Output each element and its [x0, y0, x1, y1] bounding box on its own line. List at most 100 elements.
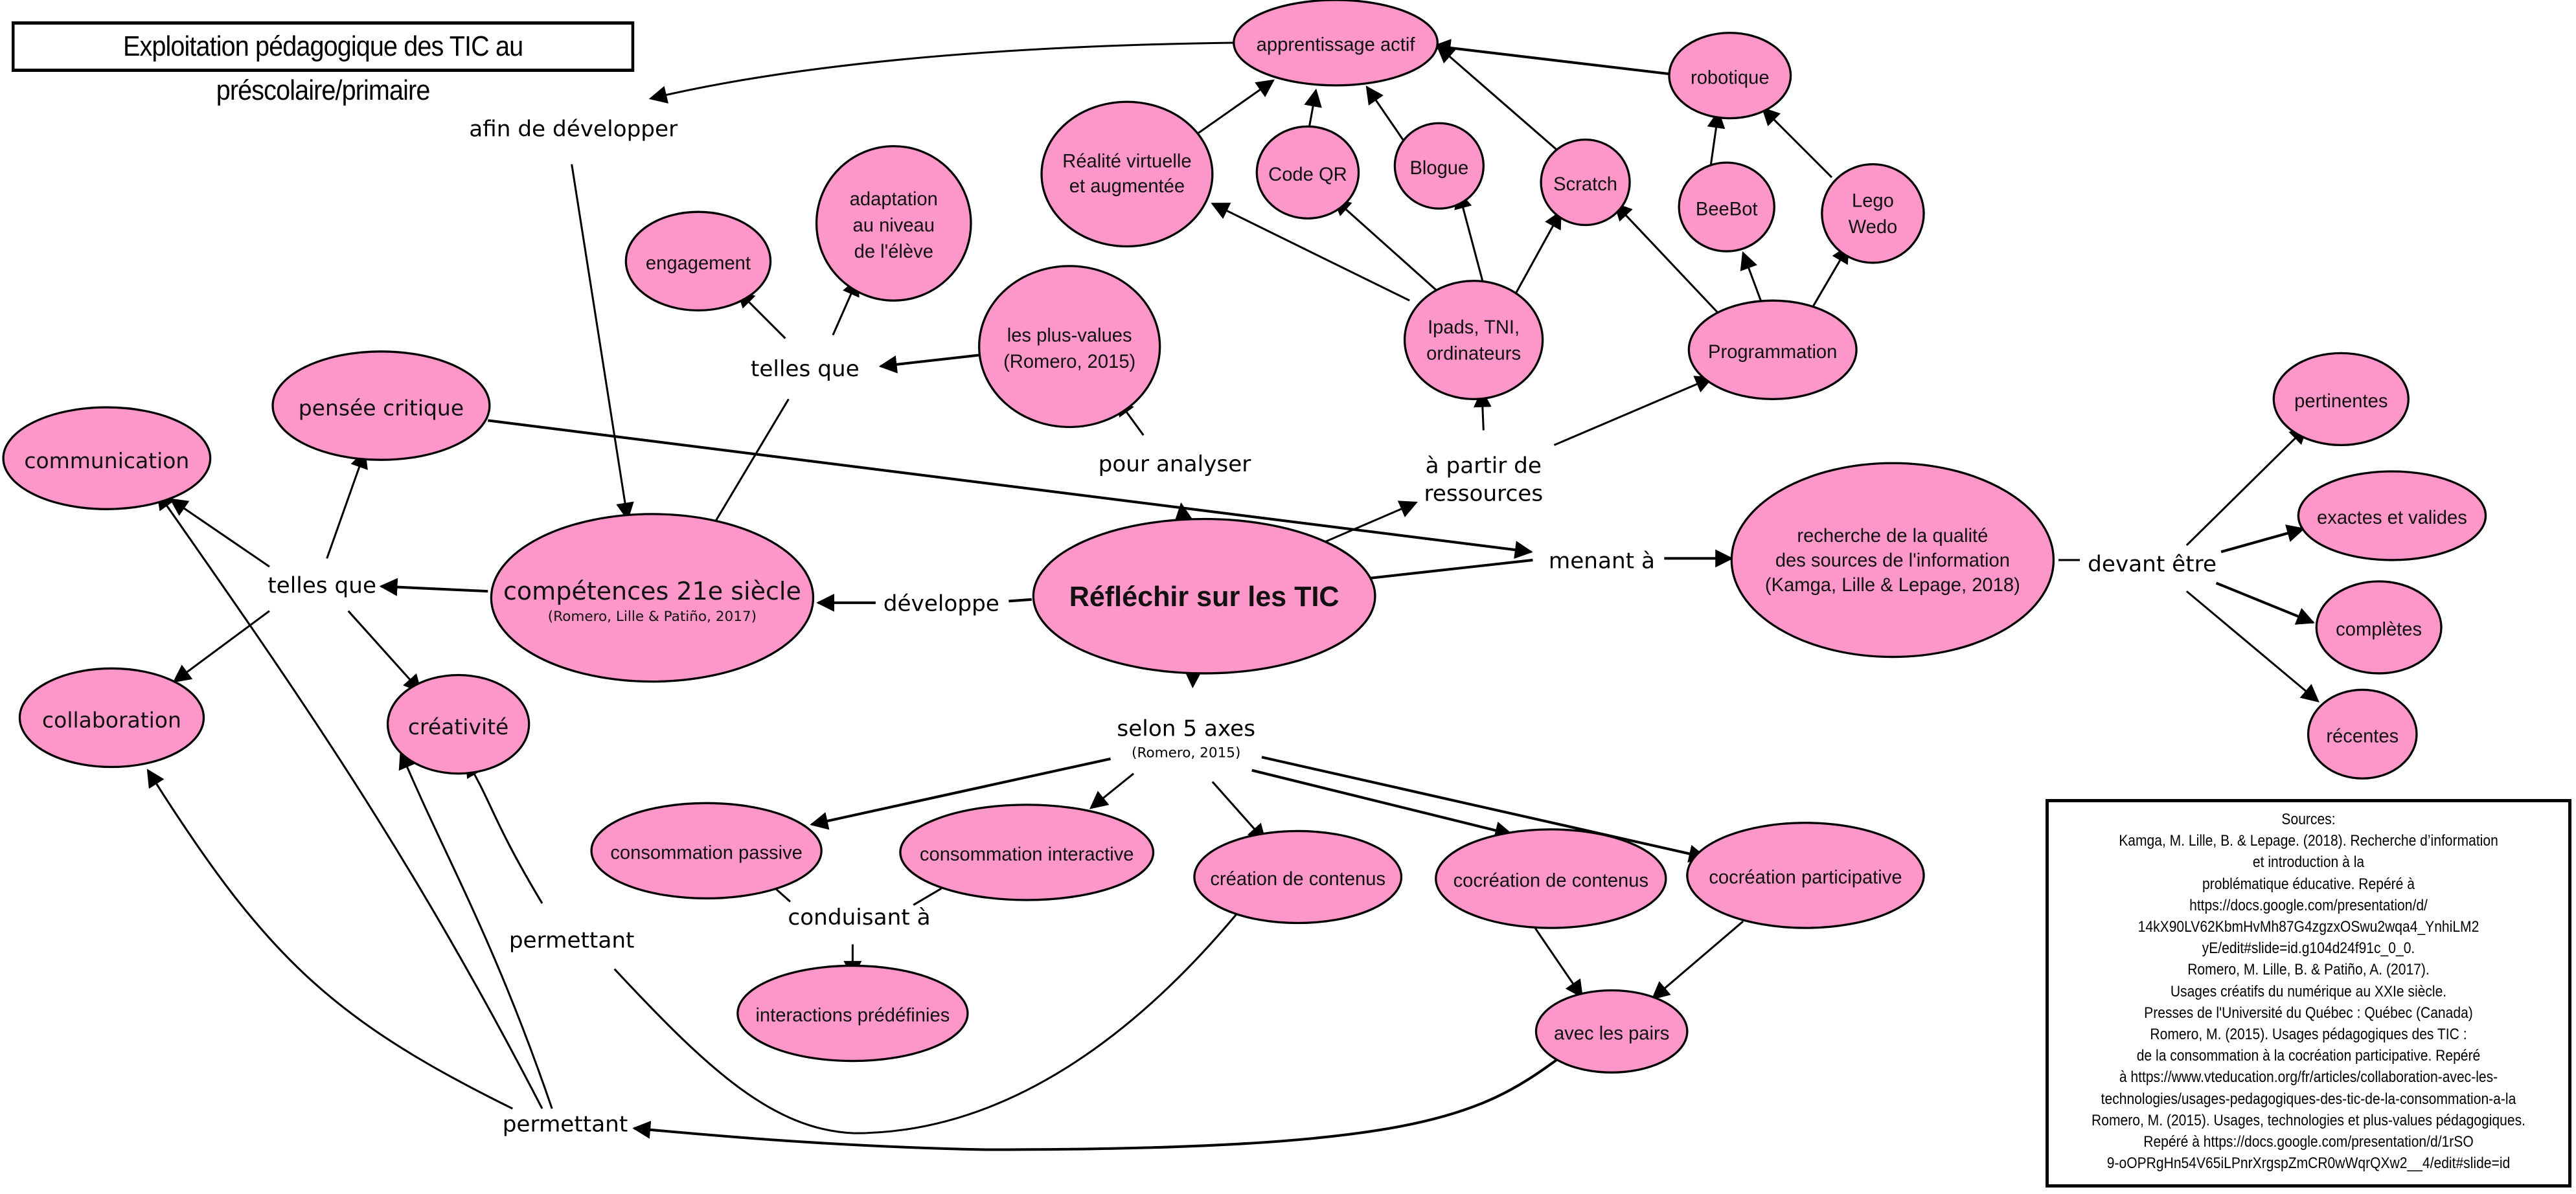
edge-cocreation-to-pairs	[1532, 924, 1584, 998]
node-shape	[386, 673, 530, 775]
node-label: consommation interactive	[920, 844, 1134, 865]
source-line: Presses de l'Université du Québec : Québ…	[2144, 1004, 2473, 1022]
link-a-partir-de[interactable]: à partir de	[1426, 453, 1542, 479]
node-cocreation-participative[interactable]: cocréation participative	[1686, 822, 1925, 929]
node-cocreation-contenus[interactable]: cocréation de contenus	[1435, 828, 1667, 929]
edge-partir-to-programmation	[1553, 376, 1714, 446]
source-line: yE/edit#slide=id.g104d24f91c_0_0.	[2202, 940, 2415, 958]
link-permettant-mid[interactable]: permettant	[509, 928, 635, 954]
map-title: Exploitation pédagogique des TIC au prés…	[12, 21, 635, 106]
node-pensee-critique[interactable]: pensée critique	[271, 350, 491, 461]
link-afin-de-developper[interactable]: afin de développer	[469, 117, 678, 142]
node-shape	[1393, 122, 1485, 210]
node-completes[interactable]: complètes	[2315, 580, 2443, 675]
link-devant-etre[interactable]: devant être	[2088, 552, 2217, 578]
source-line: Romero, M. (2015). Usages, technologies …	[2092, 1111, 2525, 1129]
node-label: Réfléchir sur les TIC	[1069, 581, 1339, 613]
node-shape	[490, 513, 815, 683]
node-competences[interactable]: compétences 21e siècle (Romero, Lille & …	[490, 513, 815, 683]
edge-pairs-to-permettant-bottom	[632, 1058, 1558, 1151]
edge-creation-to-permettant-mid	[613, 910, 1240, 1134]
edge-scratch-to-apprentissage	[1436, 45, 1565, 157]
edge-interactive-to-conduisant	[913, 887, 942, 906]
node-shape	[1678, 161, 1775, 253]
link-menant-a[interactable]: menant à	[1549, 548, 1655, 574]
edge-realite-to-apprentissage	[1195, 79, 1275, 136]
node-label: (Kamga, Lille & Lepage, 2018)	[1765, 575, 2020, 596]
node-interactions-predefinies[interactable]: interactions prédéfinies	[736, 964, 969, 1063]
node-code-qr[interactable]: Code QR	[1255, 125, 1360, 220]
link-ressources[interactable]: ressources	[1424, 481, 1543, 507]
node-label: consommation passive	[610, 843, 803, 864]
node-ref: (Romero, Lille & Patiño, 2017)	[548, 609, 757, 625]
node-scratch[interactable]: Scratch	[1540, 138, 1631, 227]
node-consommation-passive[interactable]: consommation passive	[590, 802, 823, 900]
node-shape	[1668, 32, 1792, 120]
source-line: à https://www.vteducation.org/fr/article…	[2119, 1068, 2498, 1087]
edge-selon-to-participative	[1261, 756, 1707, 863]
node-pertinentes[interactable]: pertinentes	[2272, 352, 2410, 447]
node-communication[interactable]: communication	[2, 406, 212, 510]
node-programmation[interactable]: Programmation	[1687, 299, 1858, 401]
sources-heading: Sources:	[2281, 811, 2336, 828]
node-label: adaptation	[850, 189, 938, 210]
node-beebot[interactable]: BeeBot	[1678, 161, 1775, 253]
source-line: Romero, M. Lille, B. & Patiño, A. (2017)…	[2187, 961, 2430, 979]
source-line: Usages créatifs du numérique au XXIe siè…	[2170, 982, 2447, 1000]
edge-ipads-to-scratch	[1515, 210, 1562, 293]
source-line: et introduction à la	[2252, 853, 2365, 872]
node-recherche[interactable]: recherche de la qualité des sources de l…	[1730, 462, 2055, 659]
edge-permettant-mid-to-creativite	[465, 758, 543, 904]
link-permettant-bottom[interactable]: permettant	[503, 1112, 628, 1138]
node-shape	[1686, 822, 1925, 929]
edge-selon-to-creation	[1211, 781, 1266, 842]
node-creation-contenus[interactable]: création de contenus	[1193, 829, 1403, 925]
edge-permettant-to-communication	[156, 491, 543, 1109]
node-plus-values[interactable]: les plus-values (Romero, 2015)	[978, 265, 1161, 429]
node-apprentissage-actif[interactable]: apprentissage actif	[1233, 0, 1439, 87]
node-lego-wedo[interactable]: Lego Wedo	[1821, 163, 1925, 264]
link-conduisant-a[interactable]: conduisant à	[788, 905, 930, 930]
node-robotique[interactable]: robotique	[1668, 32, 1792, 120]
node-avec-les-pairs[interactable]: avec les pairs	[1534, 989, 1689, 1074]
node-shape	[2307, 688, 2418, 780]
edge-telles-to-collaboration	[172, 610, 270, 683]
node-recentes[interactable]: récentes	[2307, 688, 2418, 780]
edge-programmation-to-lego	[1808, 245, 1849, 315]
node-shape	[2315, 580, 2443, 675]
node-adaptation[interactable]: adaptation au niveau de l'élève	[815, 145, 972, 302]
link-selon-5-axes[interactable]: selon 5 axes	[1117, 715, 1255, 741]
node-exactes[interactable]: exactes et valides	[2297, 470, 2487, 561]
edge-permettant-to-creativite	[398, 750, 553, 1109]
node-realite-virtuelle[interactable]: Réalité virtuelle et augmentée	[1040, 100, 1214, 248]
node-consommation-interactive[interactable]: consommation interactive	[899, 804, 1155, 901]
node-label: apprentissage actif	[1257, 35, 1416, 56]
edge-selon-to-interactive	[1089, 772, 1135, 809]
node-ipads[interactable]: Ipads, TNI, ordinateurs	[1403, 280, 1544, 401]
node-engagement[interactable]: engagement	[624, 210, 772, 312]
link-pour-analyser[interactable]: pour analyser	[1099, 451, 1252, 477]
node-blogue[interactable]: Blogue	[1393, 122, 1485, 210]
node-shape	[815, 145, 972, 302]
node-shape	[1193, 829, 1403, 925]
node-label: les plus-values	[1007, 326, 1132, 346]
edge-lego-to-robotique	[1761, 107, 1833, 179]
node-creativite[interactable]: créativité	[386, 673, 530, 775]
node-central[interactable]: Réfléchir sur les TIC	[1032, 517, 1376, 675]
node-label: BeeBot	[1696, 199, 1758, 220]
source-line: Kamga, M. Lille, B. & Lepage. (2018). Re…	[2119, 832, 2498, 850]
link-telles-que-left[interactable]: telles que	[268, 573, 376, 599]
node-label: et augmentée	[1069, 176, 1185, 197]
node-label: collaboration	[42, 708, 181, 733]
link-telles-que-top[interactable]: telles que	[751, 356, 860, 382]
node-label: cocréation participative	[1709, 868, 1902, 888]
link-selon-ref: (Romero, 2015)	[1132, 745, 1240, 761]
node-collaboration[interactable]: collaboration	[18, 667, 205, 769]
edge-plusvalues-to-telles	[878, 353, 983, 374]
node-shape	[899, 804, 1155, 901]
link-developpe[interactable]: développe	[883, 591, 999, 617]
node-label: compétences 21e siècle	[503, 577, 801, 605]
node-label: de l'élève	[854, 242, 933, 262]
node-shape	[2, 406, 212, 510]
